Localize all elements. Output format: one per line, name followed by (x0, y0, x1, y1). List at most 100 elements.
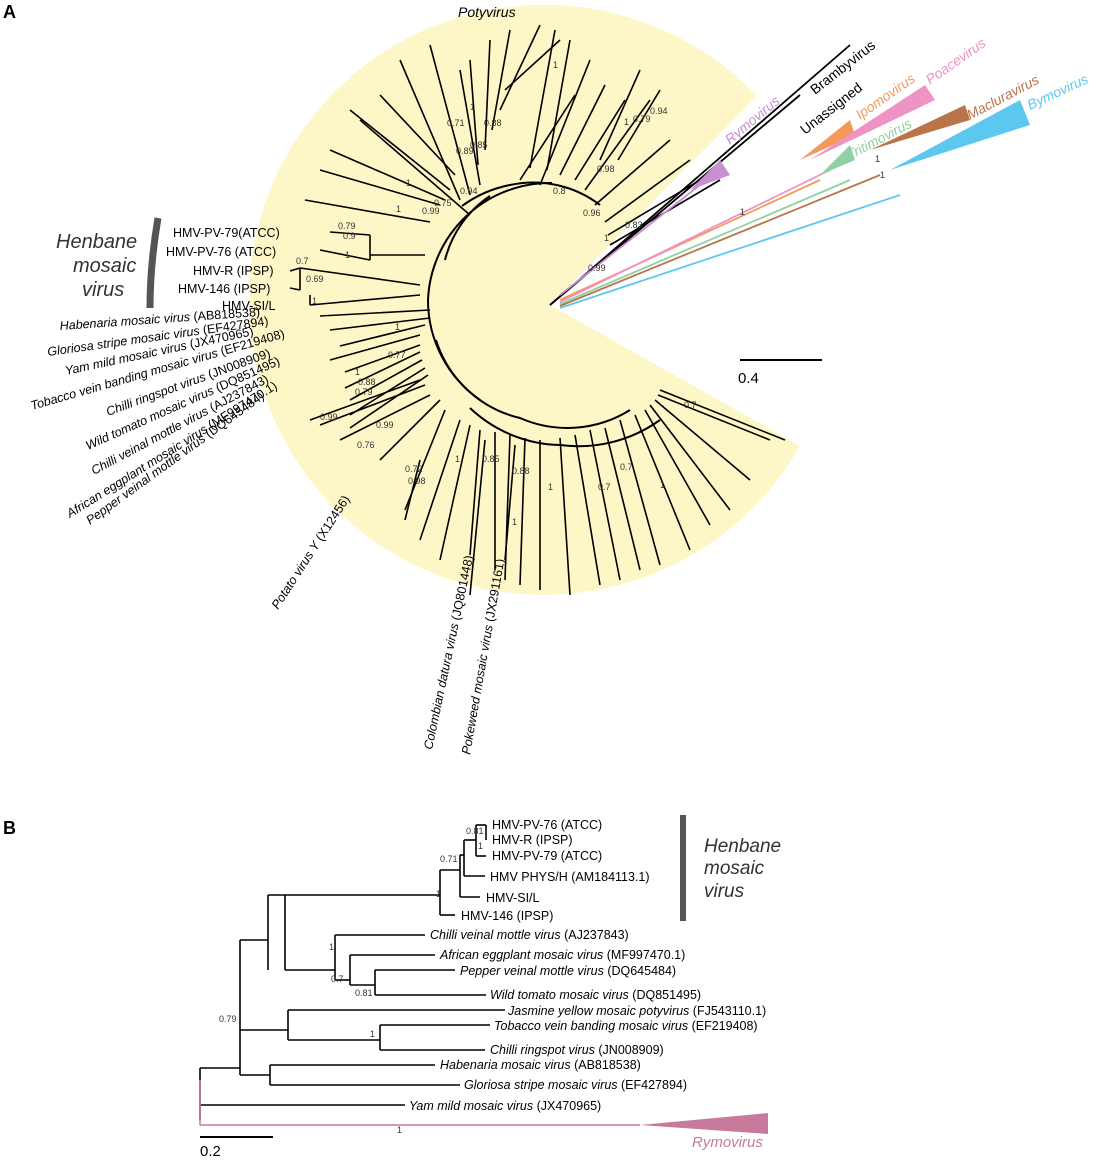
hmv-group-label-a-3: virus (82, 279, 124, 301)
bottom-tips-a (404, 439, 516, 596)
hmv-group-label-b-2: mosaic (704, 858, 765, 879)
support-bymovirus: 1 (880, 170, 885, 180)
hmv-tip-a-5: HMV-SI/L (222, 299, 276, 313)
support-b-6: 0.7 (331, 974, 344, 984)
tip-support-a-5: 1 (355, 367, 360, 377)
lower-support-11: 0.7 (598, 482, 611, 492)
hmv-support-a-3: 1 (345, 250, 350, 260)
support-b-2: 1 (478, 841, 483, 851)
lower-potyvirus-branches (309, 379, 786, 596)
support-b-9: 0.79 (219, 1014, 237, 1024)
hmv-tip-b-4: HMV PHYS/H (AM184113.1) (490, 870, 650, 884)
tip-b-yam: Yam mild mosaic virus (JX470965) (409, 1099, 601, 1113)
support-b: 0.81 1 0.71 1 1 0.7 0.81 1 0.79 1 (219, 826, 484, 1135)
upper-support-15: 0.98 (597, 164, 615, 174)
bymovirus-triangle (890, 100, 1030, 170)
lower-support-9: 1 (512, 517, 517, 527)
tip-b-habenaria: Habenaria mosaic virus (AB818538) (440, 1058, 641, 1072)
lower-support-12: 0.7 (620, 462, 633, 472)
hmv-tip-b-2: HMV-R (IPSP) (492, 833, 573, 847)
potyvirus-sector (248, 4, 801, 595)
tip-support-a-4: 0.79 (355, 387, 373, 397)
upper-support-18: 0.83 (625, 220, 643, 230)
sister-tips-branches (319, 309, 431, 429)
upper-support-4: 0.85 (470, 140, 488, 150)
hmv-group-label-b-3: virus (704, 881, 745, 902)
upper-potyvirus-branches (304, 24, 721, 246)
support-b-7: 0.81 (355, 988, 373, 998)
rymovirus-triangle-b (640, 1113, 768, 1134)
tip-b-chilli-ringspot: Chilli ringspot virus (JN008909) (490, 1043, 664, 1057)
upper-support-5: 0.89 (456, 146, 474, 156)
lower-support-a: 0.99 0.99 0.76 0.72 0.98 1 0.85 0.88 1 1… (320, 400, 697, 527)
upper-support-17: 0.96 (583, 208, 601, 218)
hmv-support-a-1: 0.79 (338, 221, 356, 231)
upper-support-2: 1 (470, 102, 475, 112)
upper-support-10: 0.99 (422, 206, 440, 216)
panel-b-label: B (3, 818, 16, 838)
support-b-8: 1 (370, 1029, 375, 1039)
tip-support-a-1: 1 (395, 322, 400, 332)
lower-support-2: 0.99 (376, 420, 394, 430)
upper-support-8: 0.94 (460, 186, 478, 196)
upper-support-20: 0.99 (588, 263, 606, 273)
tip-b-chilli-veinal: Chilli veinal mottle virus (AJ237843) (430, 928, 629, 942)
tip-b-gloriosa: Gloriosa stripe mosaic virus (EF427894) (464, 1078, 687, 1092)
upper-support-7: 1 (406, 178, 411, 188)
hmv-tip-b-1: HMV-PV-76 (ATCC) (492, 818, 602, 832)
support-b-4: 1 (436, 889, 441, 899)
upper-support-9: 0.75 (434, 198, 452, 208)
poacevirus-triangle (810, 85, 935, 160)
lower-support-10: 1 (548, 482, 553, 492)
hmv-tip-b-3: HMV-PV-79 (ATCC) (492, 849, 602, 863)
scale-label-b: 0.2 (200, 1143, 221, 1160)
support-b-10: 1 (397, 1125, 402, 1135)
lower-support-7: 0.85 (482, 454, 500, 464)
hmv-tip-a-2: HMV-PV-76 (ATCC) (166, 245, 276, 259)
macluravirus-triangle (870, 105, 970, 150)
hmv-tip-b-6: HMV-146 (IPSP) (461, 909, 553, 923)
tritimovirus-triangle (820, 145, 855, 175)
tip-support-a-3: 0.88 (358, 377, 376, 387)
branch-pokeweed (504, 444, 516, 561)
hmv-tip-a-1: HMV-PV-79(ATCC) (173, 226, 280, 240)
upper-support-12: 1 (624, 117, 629, 127)
lower-support-13: 1 (660, 480, 665, 490)
tree-b (199, 824, 505, 1120)
lower-support-8: 0.88 (512, 466, 530, 476)
hmv-bracket-b (680, 815, 686, 921)
tip-labels-a: Habenaria mosaic virus (AB818538) Glorio… (29, 305, 286, 527)
upper-support-13: 0.79 (633, 114, 651, 124)
lower-support-1: 0.99 (320, 412, 338, 422)
hmv-tip-b-5: HMV-SI/L (486, 891, 540, 905)
upper-support-14: 0.94 (650, 106, 668, 116)
support-b-5: 1 (329, 942, 334, 952)
tip-b-african-eggplant: African eggplant mosaic virus (MF997470.… (439, 948, 685, 962)
clade-label-poacevirus: Poacevirus (923, 35, 989, 88)
tip-b-jasmine: Jasmine yellow mosaic potyvirus (FJ54311… (507, 1004, 766, 1018)
tip-b-tobacco: Tobacco vein banding mosaic virus (EF219… (494, 1019, 758, 1033)
hmv-tip-a-4: HMV-146 (IPSP) (178, 282, 270, 296)
tip-a-potato-y: Potato virus Y (X12456) (269, 493, 353, 612)
potyvirus-label: Potyvirus (458, 4, 516, 20)
hmv-support-a-4: 0.7 (296, 256, 309, 266)
lower-support-14: 0.7 (684, 400, 697, 410)
hmv-bracket-a (146, 217, 162, 309)
clade-triangles (690, 85, 1030, 190)
panel-a-label: A (3, 2, 16, 22)
rymovirus-triangle (690, 160, 730, 190)
hmv-support-a-6: 1 (312, 296, 317, 306)
ipomovirus-triangle (800, 120, 855, 160)
upper-support-3: 0.88 (484, 118, 502, 128)
support-tritimovirus: 1 (740, 207, 745, 217)
upper-support-16: 0.8 (553, 186, 566, 196)
rymovirus-label-b: Rymovirus (692, 1134, 763, 1151)
hmv-group-label-a-2: mosaic (73, 255, 136, 277)
upper-support-1: 1 (553, 60, 558, 70)
hmv-tip-a-3: HMV-R (IPSP) (193, 264, 274, 278)
hmv-group-label-b-1: Henbane (704, 836, 781, 857)
lower-support-5: 0.98 (408, 476, 426, 486)
lower-support-3: 0.76 (357, 440, 375, 450)
lower-support-4: 0.72 (405, 464, 423, 474)
